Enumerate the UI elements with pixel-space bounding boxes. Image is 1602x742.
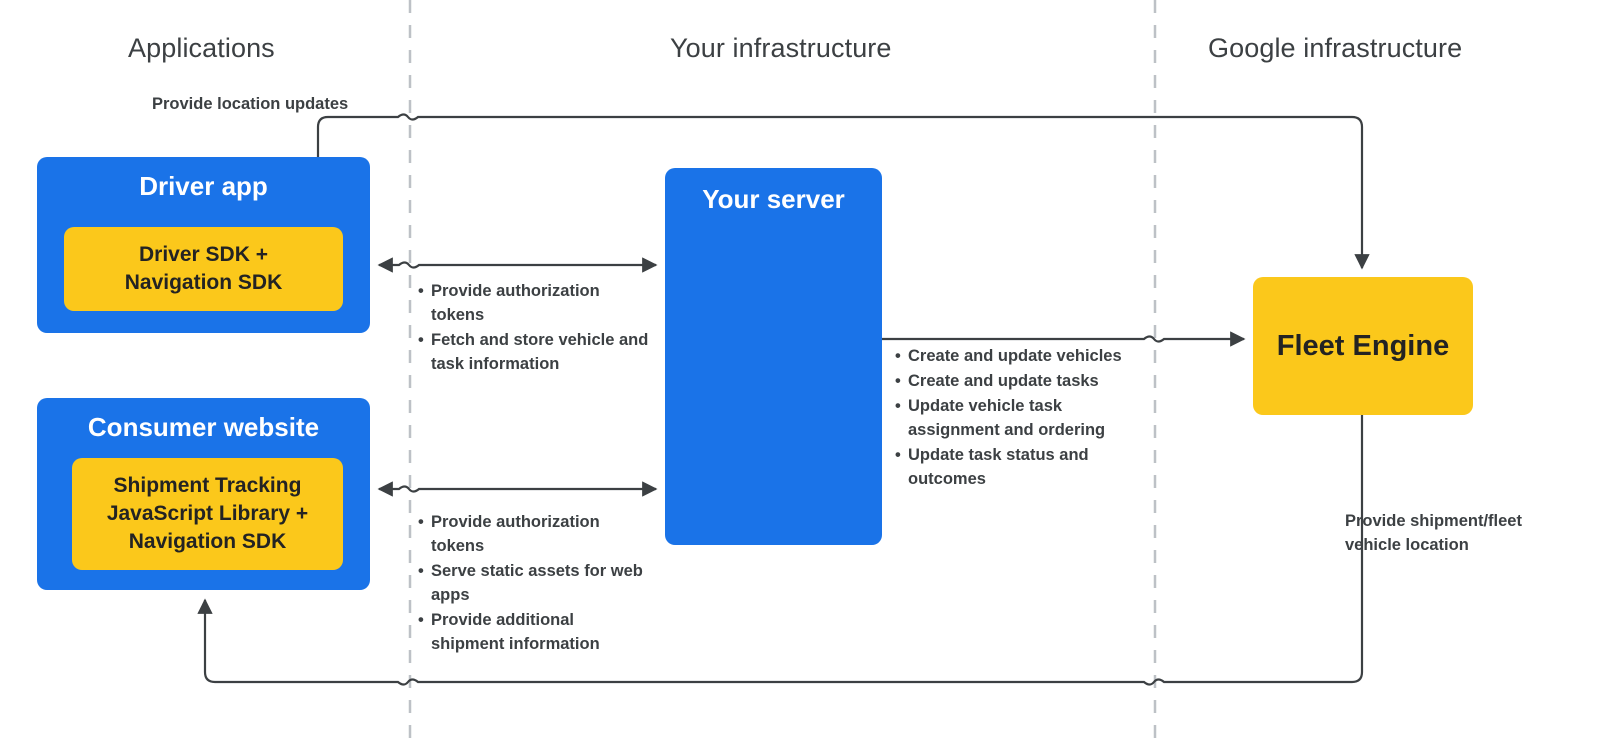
annotation-server-fleet: Create and update vehiclesCreate and upd… xyxy=(895,344,1155,492)
annotation-bullet: Provide additional shipment information xyxy=(418,608,650,656)
box-driver-app[interactable]: Driver app Driver SDK +Navigation SDK xyxy=(37,157,370,333)
annotation-driver-server-list: Provide authorization tokensFetch and st… xyxy=(418,279,650,376)
annotation-bullet: Provide authorization tokens xyxy=(418,510,650,558)
annotation-bullet: Create and update vehicles xyxy=(895,344,1155,368)
connector-driver-to-fleet xyxy=(316,113,1370,270)
box-driver-sdk-navigation-sdk[interactable]: Driver SDK +Navigation SDK xyxy=(64,227,343,311)
annotation-bullet: Create and update tasks xyxy=(895,369,1155,393)
annotation-consumer-server-list: Provide authorization tokensServe static… xyxy=(418,510,650,656)
box-consumer-website-title: Consumer website xyxy=(87,412,320,442)
lane-header-applications: Applications xyxy=(128,33,275,63)
lane-header-google-infrastructure: Google infrastructure xyxy=(1208,33,1463,63)
connector-server-to-fleet xyxy=(882,331,1246,347)
annotation-bullet: Provide authorization tokens xyxy=(418,279,650,327)
annotation-server-fleet-list: Create and update vehiclesCreate and upd… xyxy=(895,344,1155,491)
connector-driver-server xyxy=(377,257,658,273)
connector-fleet-to-consumer xyxy=(197,415,1364,686)
box-your-server-title: Your server xyxy=(702,184,845,214)
box-fleet-engine-title: Fleet Engine xyxy=(1276,329,1450,362)
connector-consumer-server xyxy=(377,481,658,497)
box-driver-app-title: Driver app xyxy=(139,171,268,201)
lane-header-your-infrastructure: Your infrastructure xyxy=(670,33,892,63)
annotation-consumer-server: Provide authorization tokensServe static… xyxy=(418,510,650,657)
label-provide-shipment-location: Provide shipment/fleet vehicle location xyxy=(1345,512,1522,555)
label-provide-location-updates: Provide location updates xyxy=(152,95,349,113)
box-your-server[interactable]: Your server xyxy=(665,168,882,545)
box-fleet-engine[interactable]: Fleet Engine xyxy=(1253,277,1473,415)
annotation-bullet: Serve static assets for web apps xyxy=(418,559,650,607)
annotation-bullet: Update vehicle task assignment and order… xyxy=(895,394,1155,442)
annotation-bullet: Update task status and outcomes xyxy=(895,443,1155,491)
annotation-bullet: Fetch and store vehicle and task informa… xyxy=(418,328,650,376)
annotation-driver-server: Provide authorization tokensFetch and st… xyxy=(418,279,650,377)
